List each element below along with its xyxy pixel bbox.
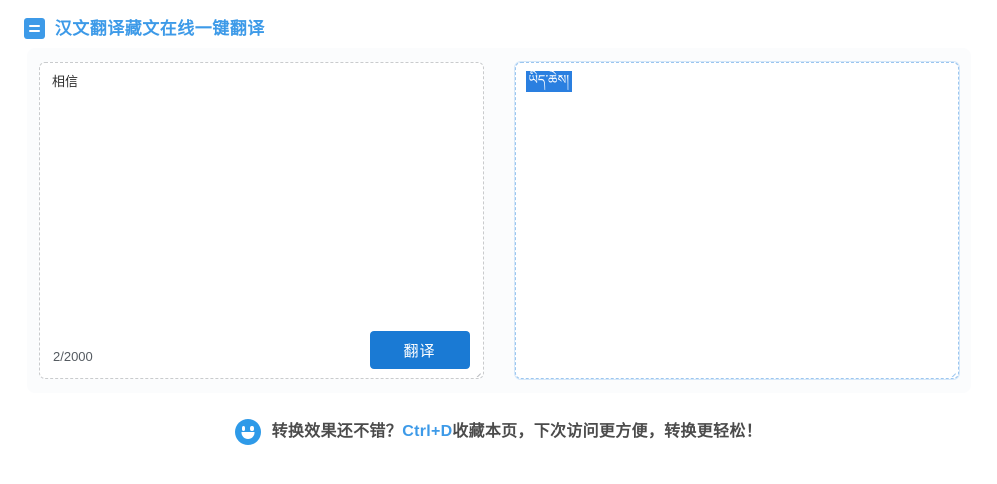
bookmark-banner: 转换效果还不错？Ctrl+D收藏本页，下次访问更方便，转换更轻松！	[0, 419, 997, 445]
banner-text-before: 转换效果还不错？	[271, 423, 403, 440]
banner-text-after: 收藏本页，下次访问更方便，转换更轻松！	[452, 423, 763, 440]
page-header: 汉文翻译藏文在线一键翻译	[0, 0, 997, 43]
banner-shortcut: Ctrl+D	[402, 423, 453, 440]
translate-button[interactable]: 翻译	[369, 331, 470, 369]
smiley-icon	[234, 419, 261, 445]
smiley-eye-right	[250, 426, 254, 431]
translated-text-value[interactable]: ཡིད་ཆེས།	[525, 71, 573, 92]
translator-panel: 相信 2/2000 翻译 ཡིད་ཆེས།	[27, 48, 971, 393]
smiley-eye-left	[241, 426, 246, 431]
resize-handle-icon[interactable]	[945, 365, 957, 377]
source-text-box[interactable]: 相信 2/2000 翻译	[39, 62, 484, 379]
target-text-box[interactable]: ཡིད་ཆེས།	[514, 62, 959, 379]
resize-handle-icon[interactable]	[470, 365, 482, 377]
document-icon	[24, 17, 45, 39]
character-counter: 2/2000	[53, 349, 93, 364]
source-text-value[interactable]: 相信	[52, 74, 79, 89]
translator-panes: 相信 2/2000 翻译 ཡིད་ཆེས།	[27, 48, 971, 393]
bookmark-banner-text: 转换效果还不错？Ctrl+D收藏本页，下次访问更方便，转换更轻松！	[272, 424, 762, 440]
smiley-mouth	[241, 432, 255, 439]
page-title: 汉文翻译藏文在线一键翻译	[55, 18, 265, 38]
